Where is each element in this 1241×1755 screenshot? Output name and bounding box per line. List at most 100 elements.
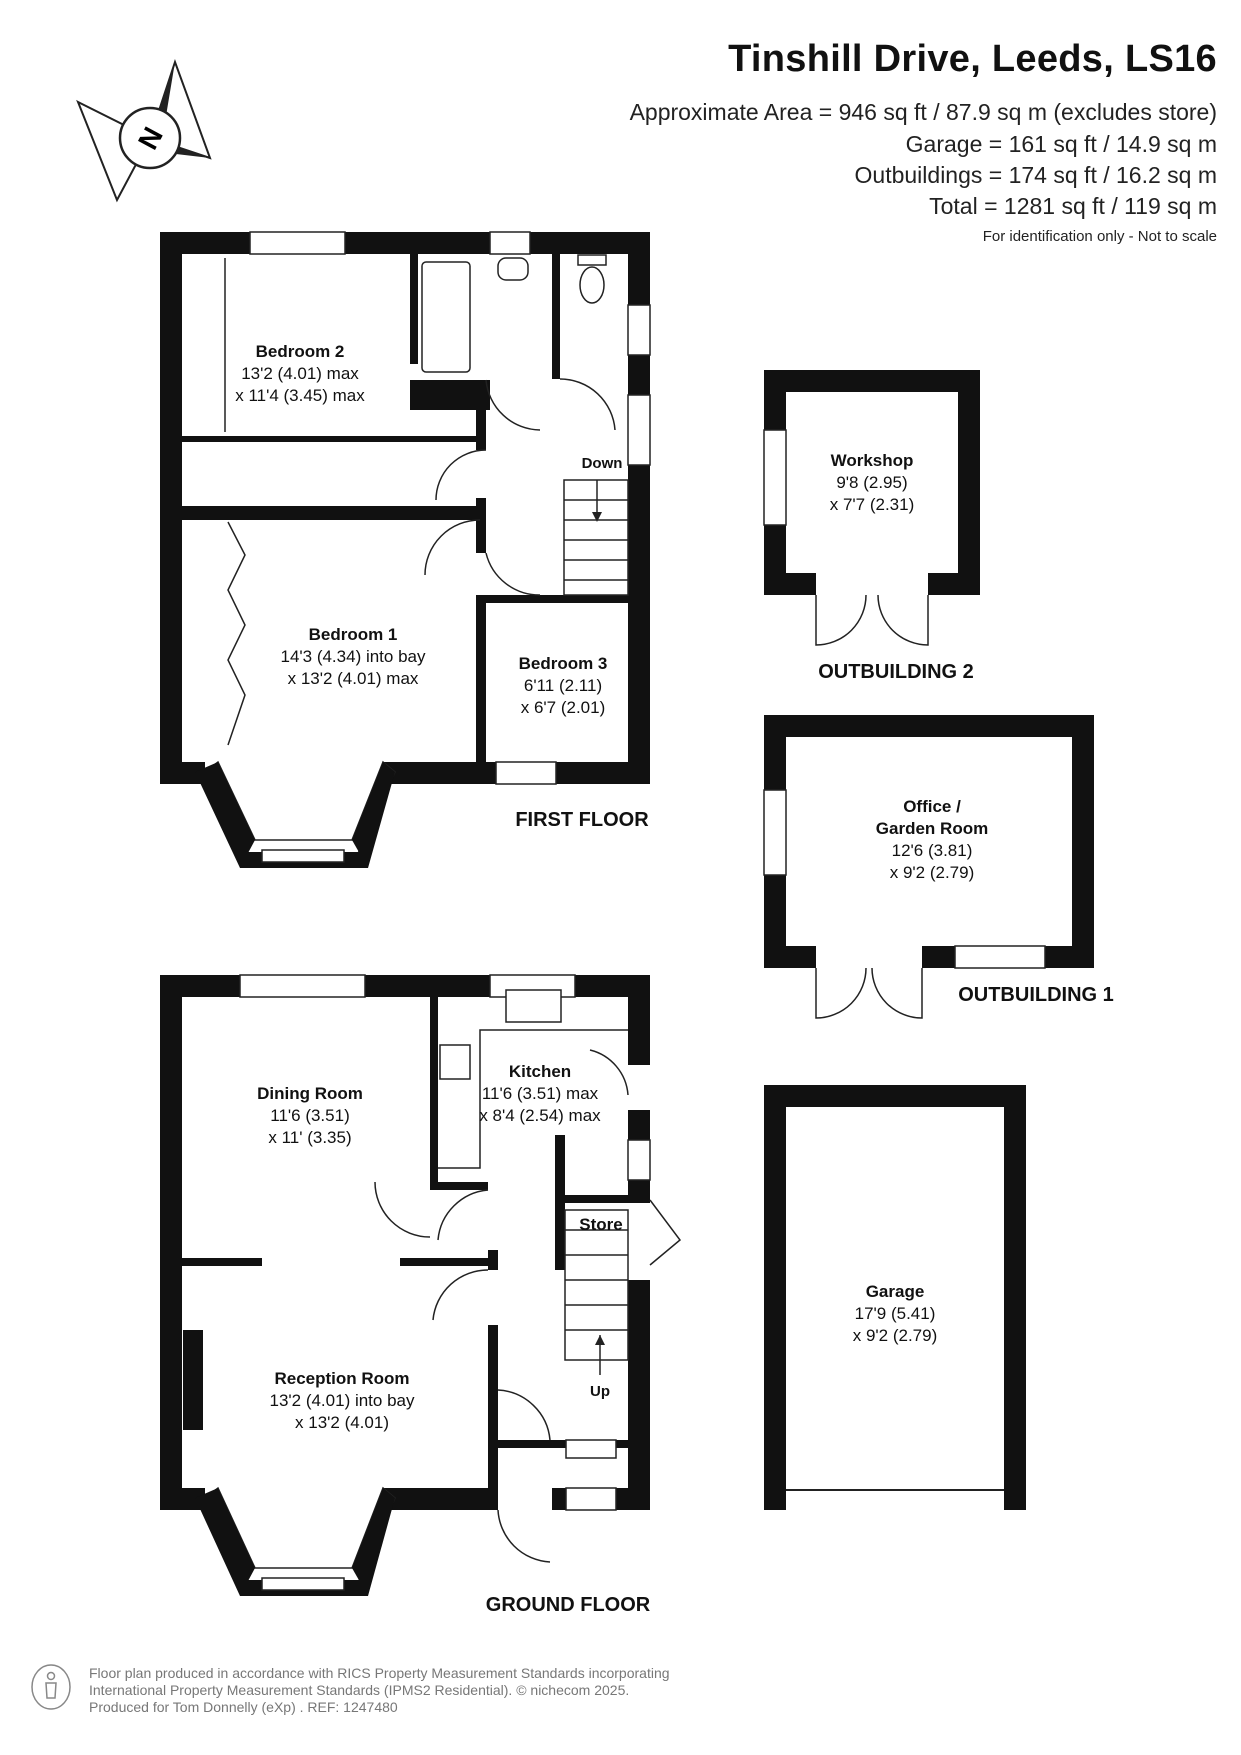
door-swing — [815, 594, 867, 646]
room-dim: x 13'2 (4.01) — [295, 1413, 389, 1432]
door-swing — [877, 594, 929, 646]
kitchen-sink — [505, 989, 562, 1023]
room-name: Garage — [866, 1282, 925, 1301]
wall — [430, 985, 438, 1190]
outbuilding-label: OUTBUILDING 1 — [958, 984, 1114, 1006]
wall — [182, 1258, 262, 1266]
window — [763, 789, 787, 876]
wall — [628, 232, 650, 784]
room-dim: 17'9 (5.41) — [855, 1304, 936, 1323]
wall — [488, 1325, 498, 1510]
toilet-cistern — [577, 254, 607, 266]
footer-line: Produced for Tom Donnelly (eXp) . REF: 1… — [89, 1699, 398, 1715]
window — [627, 304, 651, 356]
room-dim: x 9'2 (2.79) — [890, 863, 975, 882]
staircase — [564, 1209, 629, 1375]
wall — [498, 1440, 628, 1448]
wall — [410, 254, 418, 364]
hob — [439, 1044, 471, 1080]
room-dim: x 9'2 (2.79) — [853, 1326, 938, 1345]
toilet — [579, 266, 605, 304]
wall — [383, 1488, 498, 1510]
door-swing — [589, 1049, 629, 1096]
stairs-up-arrow-icon — [595, 1335, 605, 1345]
room-name: Reception Room — [274, 1369, 409, 1388]
basin — [497, 257, 529, 281]
door-swing — [815, 967, 867, 1019]
room-name: Bedroom 3 — [519, 654, 608, 673]
room-name: Bedroom 2 — [256, 342, 345, 361]
wall — [160, 975, 182, 1510]
room-dim: 12'6 (3.81) — [892, 841, 973, 860]
chimney-breast — [183, 1330, 203, 1430]
kitchen-worktop — [438, 1029, 628, 1169]
bath — [421, 261, 471, 373]
door-swing — [437, 1189, 489, 1241]
outbuilding-2-details — [763, 429, 929, 646]
door-swing — [497, 1389, 551, 1441]
room-name: Workshop — [831, 451, 914, 470]
wall — [160, 506, 480, 520]
door-swing — [435, 449, 487, 501]
room-dim: 13'2 (4.01) max — [241, 364, 359, 383]
door-swing — [559, 378, 616, 431]
window — [763, 429, 787, 526]
wall — [628, 975, 650, 1065]
room-dim: x 8'4 (2.54) max — [479, 1106, 601, 1125]
door-swing — [485, 379, 541, 431]
window — [249, 231, 346, 255]
front-door-swing — [497, 1509, 551, 1563]
wall — [488, 1250, 498, 1270]
store-label: Store — [579, 1215, 622, 1234]
room-dim: x 11' (3.35) — [268, 1128, 351, 1147]
window — [565, 1487, 617, 1511]
wall — [160, 762, 205, 784]
wall — [160, 975, 240, 997]
compass-icon: N — [76, 58, 212, 203]
wall — [476, 595, 486, 765]
door-swing — [485, 552, 541, 596]
room-dim: 11'6 (3.51) max — [482, 1084, 599, 1103]
staircase — [563, 479, 629, 596]
floor-label: GROUND FLOOR — [486, 1594, 651, 1616]
wall — [552, 254, 560, 379]
room-dim: x 13'2 (4.01) max — [288, 669, 419, 688]
room-name: Bedroom 1 — [309, 625, 398, 644]
stairs-label: Up — [590, 1383, 610, 1400]
wardrobe-doors — [227, 521, 246, 746]
wall — [555, 1195, 650, 1203]
footer-line: International Property Measurement Stand… — [89, 1682, 630, 1698]
room-name: Office / — [903, 797, 961, 816]
room-dim: 11'6 (3.51) — [270, 1106, 349, 1125]
stairs-label: Down — [582, 455, 623, 472]
footer-line: Floor plan produced in accordance with R… — [89, 1665, 670, 1681]
room-dim: x 6'7 (2.01) — [521, 698, 606, 717]
wall — [400, 1258, 490, 1266]
window — [954, 945, 1046, 969]
window — [495, 761, 557, 785]
sliding-door — [239, 974, 366, 998]
window — [261, 1577, 345, 1591]
outbuilding-2-plan — [764, 370, 980, 595]
outbuildings-area-line: Outbuildings = 174 sq ft / 16.2 sq m — [854, 162, 1217, 188]
room-dim: 13'2 (4.01) into bay — [269, 1391, 415, 1410]
measurement-standard-icon — [31, 1664, 71, 1710]
window — [565, 1439, 617, 1459]
room-name: Kitchen — [509, 1062, 571, 1081]
wall — [486, 595, 628, 603]
plan-title: Tinshill Drive, Leeds, LS16 — [728, 38, 1217, 80]
wall — [410, 380, 490, 410]
footer: Floor plan produced in accordance with R… — [89, 1665, 670, 1716]
window — [627, 1139, 651, 1181]
room-dim: 9'8 (2.95) — [836, 473, 907, 492]
outbuilding-1-details — [763, 789, 1046, 1019]
wall — [476, 410, 486, 450]
wall — [476, 498, 486, 553]
wall — [160, 1488, 205, 1510]
door-swing — [424, 519, 481, 576]
room-name: Dining Room — [257, 1084, 363, 1103]
wall — [160, 232, 650, 254]
wall — [182, 436, 482, 442]
wall — [628, 1280, 650, 1510]
